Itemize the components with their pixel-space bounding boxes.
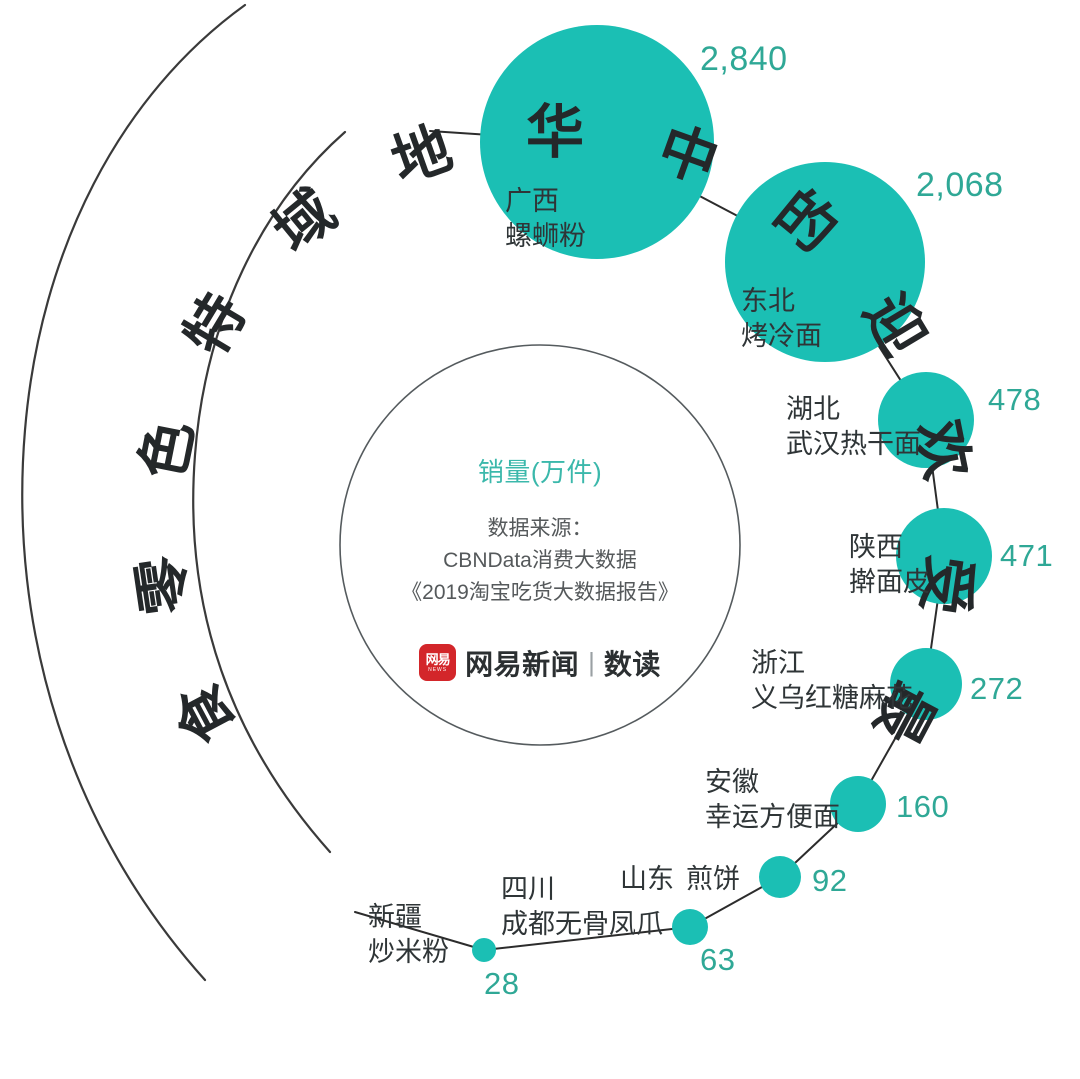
legend-unit-label: 销量(万件) xyxy=(477,457,603,487)
region-name: 四川 xyxy=(501,874,555,904)
bubble-label-guangxi: 广西螺蛳粉 xyxy=(505,184,586,253)
value-label-anhui: 160 xyxy=(896,789,950,824)
data-source-block: 数据来源： CBNData消费大数据《2019淘宝吃货大数据报告》 xyxy=(355,513,725,609)
source-line: 《2019淘宝吃货大数据报告》 xyxy=(401,580,679,604)
title-char: 华 xyxy=(525,100,584,165)
bubble-label-sichuan: 四川成都无骨凤爪 xyxy=(501,872,663,941)
region-name: 东北 xyxy=(741,286,795,316)
bubble-zhejiang[interactable] xyxy=(890,648,962,720)
value-label-hubei: 478 xyxy=(988,382,1042,417)
bubble-shaanxi[interactable] xyxy=(896,508,992,604)
bubble-label-hubei: 湖北武汉热干面 xyxy=(786,392,921,461)
value-label-dongbei: 2,068 xyxy=(916,166,1004,204)
region-name: 湖北 xyxy=(786,394,840,424)
bubble-label-dongbei: 东北烤冷面 xyxy=(741,284,822,353)
title-char: 零 xyxy=(127,551,201,619)
decorative-arcs xyxy=(21,3,347,982)
bubble-layer xyxy=(472,25,992,962)
value-label-xinjiang: 28 xyxy=(484,966,520,1001)
bubble-hubei[interactable] xyxy=(878,372,974,468)
dish-name: 擀面皮 xyxy=(849,566,930,597)
bubble-shandong[interactable] xyxy=(759,856,801,898)
inner-arc xyxy=(192,130,347,854)
brand-name: 网易新闻 xyxy=(465,648,580,680)
netease-logo-sub: NEWS xyxy=(428,666,448,673)
source-line: CBNData消费大数据 xyxy=(443,548,637,572)
region-name: 浙江 xyxy=(751,648,805,678)
dish-name: 煎饼 xyxy=(686,864,740,894)
value-label-sichuan: 63 xyxy=(700,942,736,977)
region-name: 安徽 xyxy=(705,767,759,797)
brand-row: 网易 NEWS 网易新闻 | 数读 xyxy=(355,643,725,683)
region-name: 山东 xyxy=(620,864,674,894)
region-name: 广西 xyxy=(505,186,559,216)
bubble-label-zhejiang: 浙江义乌红糖麻花 xyxy=(751,646,913,715)
dish-name: 烤冷面 xyxy=(741,320,822,351)
outer-arc xyxy=(21,3,247,982)
bubble-guangxi[interactable] xyxy=(480,25,714,259)
bubble-label-shaanxi: 陕西擀面皮 xyxy=(849,530,930,599)
dish-name: 义乌红糖麻花 xyxy=(751,682,913,713)
dish-name: 幸运方便面 xyxy=(705,801,840,832)
value-label-zhejiang: 272 xyxy=(970,671,1024,706)
dish-name: 炒米粉 xyxy=(368,936,449,967)
bubble-anhui[interactable] xyxy=(830,776,886,832)
bubble-label-anhui: 安徽幸运方便面 xyxy=(705,765,840,834)
brand-separator: | xyxy=(588,647,595,678)
dish-name: 武汉热干面 xyxy=(786,428,921,459)
value-label-shandong: 92 xyxy=(812,863,848,898)
netease-logo-icon: 网易 NEWS xyxy=(419,644,457,682)
region-name: 新疆 xyxy=(368,902,422,932)
value-label-shaanxi: 471 xyxy=(1000,538,1054,573)
bubble-dongbei[interactable] xyxy=(725,162,925,362)
value-label-guangxi: 2,840 xyxy=(700,40,788,78)
bubble-xinjiang[interactable] xyxy=(472,938,496,962)
bubble-label-xinjiang: 新疆炒米粉 xyxy=(368,900,449,969)
region-name: 陕西 xyxy=(849,532,903,562)
bubble-label-shandong: 山东煎饼 xyxy=(620,862,740,897)
netease-logo-text: 网易 xyxy=(425,651,451,667)
dish-name: 成都无骨凤爪 xyxy=(501,908,663,939)
bubble-sichuan[interactable] xyxy=(672,909,708,945)
source-line: 数据来源： xyxy=(487,517,593,540)
dish-name: 螺蛳粉 xyxy=(505,220,586,251)
center-legend-block: 销量(万件) 数据来源：CBNData消费大数据《2019淘宝吃货大数据报告》 … xyxy=(355,340,725,683)
brand-sub-name: 数读 xyxy=(603,648,661,680)
